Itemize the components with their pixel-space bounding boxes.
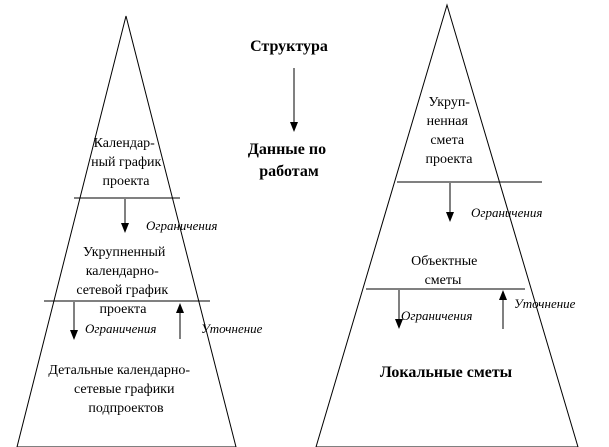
left-arrow-label-3: Уточнение <box>201 321 263 336</box>
right-arrow-down-1 <box>446 183 454 222</box>
left-pyramid-outline <box>16 15 237 447</box>
right-middle-label: Объектные сметы <box>411 254 481 288</box>
center-flow: Структура Данные по работам <box>248 38 330 180</box>
left-arrow-down-2 <box>70 302 78 340</box>
right-pyramid-outline <box>315 3 579 447</box>
right-arrow-label-2: Ограничения <box>401 308 472 323</box>
right-arrow-label-3: Уточнение <box>514 296 576 311</box>
left-arrow-down-1 <box>121 199 129 233</box>
left-top-label: Календар- ный график проекта <box>91 136 165 189</box>
right-pyramid: Укруп- ненная смета проекта Ограничения … <box>315 3 579 447</box>
left-pyramid: Календар- ный график проекта Ограничения… <box>16 15 263 447</box>
right-bottom-label: Локальные сметы <box>380 364 513 381</box>
right-arrow-label-1: Ограничения <box>471 205 542 220</box>
left-arrow-label-1: Ограничения <box>146 218 217 233</box>
left-bottom-label: Детальные календарно- сетевые графики по… <box>48 363 193 416</box>
center-arrow-down <box>290 68 298 132</box>
right-arrow-down-2 <box>395 290 403 329</box>
center-top-label: Структура <box>250 38 328 55</box>
left-arrow-up-3 <box>176 303 184 339</box>
left-middle-label: Укрупненный календарно- сетевой график п… <box>76 245 171 317</box>
left-arrow-label-2: Ограничения <box>85 321 156 336</box>
right-top-label: Укруп- ненная смета проекта <box>426 95 474 167</box>
right-arrow-up-3 <box>499 290 507 329</box>
center-bottom-label: Данные по работам <box>248 141 330 180</box>
